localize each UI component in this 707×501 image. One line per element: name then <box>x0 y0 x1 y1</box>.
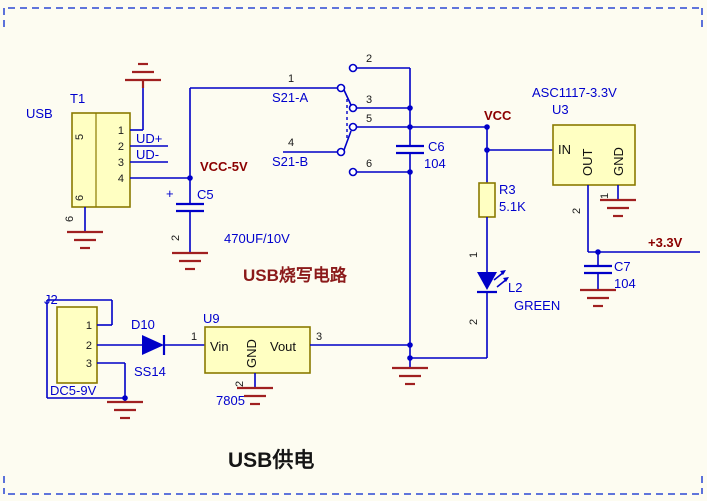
net-label-vcc: VCC <box>484 108 512 123</box>
t1-body <box>71 112 131 208</box>
d10-value: SS14 <box>134 364 166 379</box>
c5-value: 470UF/10V <box>224 231 290 246</box>
led-arrowhead <box>500 270 506 275</box>
t1-gnd-pin-number: 6 <box>64 216 76 222</box>
t1-pin3: 3 <box>118 157 124 169</box>
r3-value: 5.1K <box>499 199 526 214</box>
u3-pin-gnd-label: GND <box>611 147 626 176</box>
u9-pin-vout-label: Vout <box>270 339 296 354</box>
led-arrowhead <box>503 277 509 282</box>
u9-ref: U9 <box>203 311 220 326</box>
j2-value: DC5-9V <box>50 383 97 398</box>
page-title: USB供电 <box>228 448 314 472</box>
switch-pole-contact <box>336 83 346 93</box>
ground-symbol <box>578 288 618 308</box>
t1-value: USB <box>26 106 53 121</box>
led-triangle <box>477 272 497 290</box>
s21-pin5-number: 5 <box>366 113 372 125</box>
l2-pin1-number: 1 <box>468 252 480 258</box>
junction-dot <box>122 395 128 401</box>
ground-symbol <box>123 62 163 82</box>
c6-value: 104 <box>424 156 446 171</box>
switch-arm <box>343 130 352 151</box>
switch-arm <box>343 89 352 106</box>
switch-throw-contact <box>348 167 358 177</box>
u9-pin-gnd-label: GND <box>244 339 259 368</box>
switch-pole-contact <box>336 147 346 157</box>
c7-capacitor: C7 104 <box>578 249 636 308</box>
ground-symbol <box>598 198 638 218</box>
s21-pin4-number: 4 <box>288 137 294 149</box>
s21a-label: S21-A <box>272 90 308 105</box>
u9-pin1-number: 1 <box>191 331 197 343</box>
s21-pin6-number: 6 <box>366 158 372 170</box>
switch-throw-contact <box>348 103 358 113</box>
u3-regulator: ASC1117-3.3V U3 IN OUT GND 2 1 +3.3V <box>532 85 700 253</box>
sheet-border <box>3 7 703 495</box>
diode-triangle <box>142 335 164 355</box>
t1-pin2: 2 <box>118 141 124 153</box>
junction-dot <box>407 169 413 175</box>
c5-polarity-plus: + <box>166 186 174 201</box>
t1-shield-pin6: 6 <box>74 195 86 201</box>
vcc-r3-led: VCC R3 5.1K 1 L2 GREEN 2 <box>410 108 560 359</box>
section-label: USB烧写电路 <box>243 265 348 285</box>
u9-pin-vin-label: Vin <box>210 339 229 354</box>
t1-pin1: 1 <box>118 125 124 137</box>
s21-switch: 1 S21-A 4 S21-B 2 3 5 6 <box>272 53 487 177</box>
j2-body <box>56 306 98 384</box>
j2-pin1: 1 <box>86 320 92 332</box>
net-label-3v3: +3.3V <box>648 235 683 250</box>
switch-throw-contact <box>348 63 358 73</box>
c6-ref: C6 <box>428 139 445 154</box>
t1-shield-pin5: 5 <box>74 134 86 140</box>
s21-pin2-number: 2 <box>366 53 372 65</box>
t1-ref: T1 <box>70 91 85 106</box>
c5-pin-number: 2 <box>170 235 182 241</box>
s21-pin1-number: 1 <box>288 73 294 85</box>
switch-throw-contact <box>348 122 358 132</box>
junction-dot <box>407 105 413 111</box>
j2-pin3: 3 <box>86 358 92 370</box>
l2-value: GREEN <box>514 298 560 313</box>
u9-regulator: U9 1 Vin GND Vout 2 7805 3 <box>191 311 410 408</box>
ground-symbol <box>65 230 105 250</box>
u9-pin3-number: 3 <box>316 331 322 343</box>
u3-body <box>552 124 636 186</box>
d10-ref: D10 <box>131 317 155 332</box>
bus-and-c6: C6 104 <box>390 68 446 386</box>
j2-connector: J2 1 2 3 DC5-9V <box>44 292 145 420</box>
u3-value: ASC1117-3.3V <box>532 85 617 100</box>
u3-pin1-number: 1 <box>599 193 611 199</box>
j2-pin2: 2 <box>86 340 92 352</box>
u3-ref: U3 <box>552 102 569 117</box>
net-label-udplus: UD+ <box>136 131 162 146</box>
r3-ref: R3 <box>499 182 516 197</box>
s21-pin3-number: 3 <box>366 94 372 106</box>
u9-body <box>204 326 311 374</box>
d10-diode: D10 SS14 <box>97 317 205 379</box>
u9-pin2-number: 2 <box>234 381 246 387</box>
u9-value: 7805 <box>216 393 245 408</box>
c7-ref: C7 <box>614 259 631 274</box>
l2-ref: L2 <box>508 280 522 295</box>
l2-pin2-number: 2 <box>468 319 480 325</box>
junction-dot <box>407 124 413 130</box>
u3-pin-in-label: IN <box>558 142 571 157</box>
r3-resistor <box>478 182 496 218</box>
net-label-vcc5v: VCC-5V <box>200 159 248 174</box>
t1-usb-connector: T1 USB 1 2 3 4 5 6 6 UD+ UD- <box>26 62 190 250</box>
u3-pin2-number: 2 <box>571 208 583 214</box>
c5-ref: C5 <box>197 187 214 202</box>
u3-pin-out-label: OUT <box>580 149 595 177</box>
c7-value: 104 <box>614 276 636 291</box>
ground-symbol <box>390 366 430 386</box>
ground-symbol <box>170 251 210 271</box>
net-label-udminus: UD- <box>136 147 159 162</box>
ground-symbol <box>105 400 145 420</box>
c5-capacitor: VCC-5V + C5 470UF/10V 2 <box>166 87 337 271</box>
s21b-label: S21-B <box>272 154 308 169</box>
t1-pin4: 4 <box>118 173 124 185</box>
